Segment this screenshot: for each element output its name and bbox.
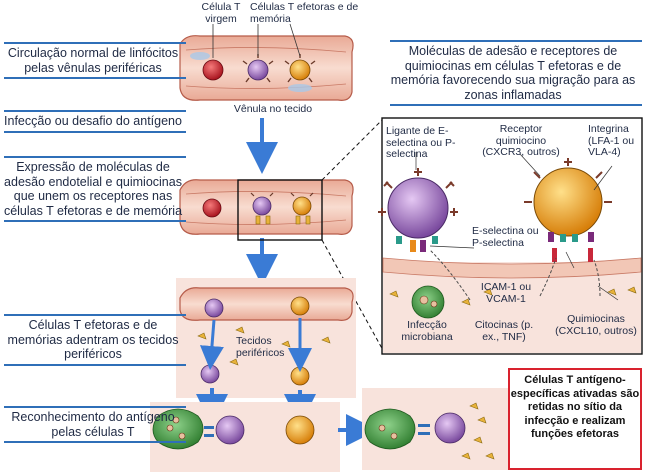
step-tissue-entry: Células T efetoras e de memórias adentra… <box>0 314 186 366</box>
infection-label: Infecção microbiana <box>401 319 453 343</box>
step-normal-circulation-text: Circulação normal de linfócitos pelas vê… <box>7 46 179 75</box>
arrow-effector-tissue <box>199 319 224 370</box>
selectin-ligand-label: Ligante de E-selectina ou P-selectina <box>386 125 456 160</box>
chemokine-receptor-label: Receptor quimiocino (CXCR3, outros) <box>482 123 560 158</box>
venule-infected <box>179 179 354 235</box>
recognition-panel-right <box>362 388 508 470</box>
peripheral-tissues-label: Tecidos periféricos <box>236 335 285 359</box>
zoom-line-top <box>321 117 385 181</box>
step-antigen-recognition-text: Reconhecimento do antígeno pelas células… <box>11 410 175 439</box>
icam-label: ICAM-1 ou VCAM-1 <box>480 281 532 305</box>
step-adhesion-expression-text: Expressão de moléculas de adesão endotel… <box>3 160 183 218</box>
step-adhesion-expression: Expressão de moléculas de adesão endotel… <box>0 156 186 222</box>
step-infection: Infecção ou desafio do antígeno <box>0 110 186 133</box>
effector-memory-label: Células T efetoras e de memória <box>250 1 359 25</box>
detail-panel <box>378 117 643 355</box>
zoom-box <box>237 179 323 241</box>
naive-t-cell-label: Célula T virgem <box>201 1 241 25</box>
recognition-panel-left <box>150 402 340 472</box>
memory-leader-line <box>289 23 301 57</box>
effector-t-cell-venule <box>242 54 274 83</box>
venule-extravasation <box>176 278 356 398</box>
step-tissue-entry-text: Células T efetoras e de memórias adentra… <box>7 318 179 361</box>
callout-title-text: Moléculas de adesão e receptores de quim… <box>390 44 636 102</box>
selectin-label: E-selectina ou P-selectina <box>472 225 539 249</box>
step-infection-text: Infecção ou desafio do antígeno <box>4 114 182 128</box>
integrin-label: Integrina (LFA-1 ou VLA-4) <box>588 123 635 158</box>
cytokines-label: Citocinas (p. ex., TNF) <box>474 319 534 343</box>
chemokines-label: Quimiocinas (CXCL10, outros) <box>555 313 637 337</box>
result-box: Células T antígeno-específicas ativadas … <box>508 368 642 470</box>
naive-t-cell <box>202 59 224 81</box>
step-normal-circulation: Circulação normal de linfócitos pelas vê… <box>0 42 186 79</box>
callout-title: Moléculas de adesão e receptores de quim… <box>384 40 642 106</box>
venule-label: Vênula no tecido <box>233 103 313 115</box>
step-antigen-recognition: Reconhecimento do antígeno pelas células… <box>0 406 186 443</box>
